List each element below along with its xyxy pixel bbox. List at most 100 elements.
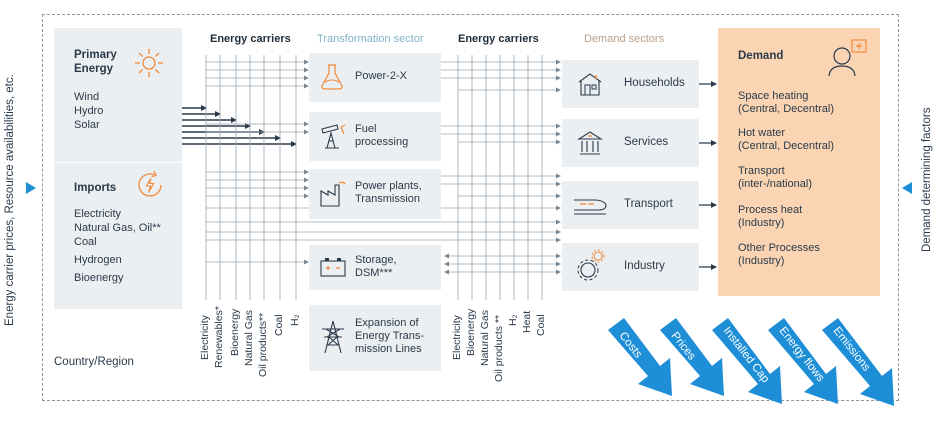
country-region-label: Country/Region	[54, 356, 134, 368]
fuel-processing-label: Fuel processing	[355, 123, 408, 149]
import-item-bioenergy: Bioenergy	[74, 272, 124, 284]
transmission-tower-icon	[322, 320, 344, 354]
storage-label: Storage, DSM***	[355, 254, 397, 280]
gears-icon	[577, 249, 605, 281]
transmission-line1: Expansion of	[355, 317, 419, 329]
carrier-left-electricity: Electricity	[199, 315, 211, 360]
power-plant-icon	[320, 181, 346, 207]
primary-energy-box: Primary Energy Wind Hydro Solar	[54, 28, 182, 162]
installed-cap-arrow	[712, 318, 782, 404]
transformation-sector-header: Transformation sector	[317, 33, 424, 45]
demand-other-processes: Other Processes (Industry)	[738, 242, 820, 268]
import-item-natural-gas-oil: Natural Gas, Oil**	[74, 222, 161, 234]
train-icon	[574, 199, 607, 215]
other-processes-line2: (Industry)	[738, 255, 785, 267]
hot-water-line1: Hot water	[738, 127, 786, 139]
building-icon	[577, 131, 603, 155]
demand-transport: Transport (inter-/national)	[738, 165, 812, 191]
storage-line2: DSM***	[355, 267, 393, 279]
country-region-frame	[42, 14, 899, 401]
sun-icon	[135, 49, 163, 77]
demand-sectors-header: Demand sectors	[584, 33, 665, 45]
hot-water-line2: (Central, Decentral)	[738, 140, 834, 152]
import-item-hydrogen: Hydrogen	[74, 254, 122, 266]
carrier-right-heat: Heat	[521, 310, 533, 333]
other-processes-line1: Other Processes	[738, 242, 820, 254]
transmission-expansion-label: Expansion of Energy Trans- mission Lines	[355, 317, 424, 356]
sector-transport: Transport	[562, 181, 699, 229]
power-2-x-label: Power-2-X	[355, 70, 407, 82]
transform-storage: Storage, DSM***	[309, 245, 441, 290]
primary-item-hydro: Hydro	[74, 105, 104, 117]
emissions-arrow	[822, 318, 894, 406]
energy-flows-arrow	[768, 318, 838, 404]
storage-line1: Storage,	[355, 254, 397, 266]
imports-box: Imports Electricity Natural Gas, Oil** C…	[54, 163, 182, 309]
sector-services: Services	[562, 119, 699, 167]
process-heat-line1: Process heat	[738, 204, 803, 216]
imports-items: Electricity Natural Gas, Oil** Coal Hydr…	[74, 207, 161, 285]
left-input-triangle	[26, 182, 36, 194]
transmission-line3: mission Lines	[355, 343, 422, 355]
transform-transmission-expansion: Expansion of Energy Trans- mission Lines	[309, 305, 441, 371]
transform-fuel-processing: Fuel processing	[309, 112, 441, 161]
import-item-electricity: Electricity	[74, 208, 122, 220]
carrier-right-h2: H₂	[507, 314, 519, 326]
fuel-processing-line2: processing	[355, 136, 409, 148]
transport-demand-line2: (inter-/national)	[738, 178, 812, 190]
carrier-right-coal: Coal	[535, 314, 547, 336]
services-label: Services	[624, 136, 669, 148]
carrier-left-natural-gas: Natural Gas	[243, 309, 255, 366]
energy-carriers-header-left: Energy carriers	[210, 33, 291, 45]
transport-demand-line1: Transport	[738, 165, 785, 177]
battery-icon	[320, 258, 346, 277]
power-plants-label: Power plants, Transmission	[355, 180, 422, 206]
industry-label: Industry	[624, 260, 665, 272]
carrier-left-renewables: Renewables*	[213, 306, 225, 368]
power-plants-line1: Power plants,	[355, 180, 422, 192]
demand-space-heating: Space heating (Central, Decentral)	[738, 90, 834, 116]
power-plants-line2: Transmission	[355, 193, 420, 205]
oil-pump-icon	[321, 124, 346, 149]
demand-box: Demand Space heating (Central, Decentral…	[718, 28, 880, 296]
transport-label: Transport	[624, 198, 673, 210]
transform-power-2-x: Power-2-X	[309, 53, 441, 102]
costs-arrow	[608, 318, 672, 396]
person-speech-icon	[828, 39, 867, 77]
carrier-right-oil-products: Oil products **	[493, 314, 505, 382]
prices-arrow	[660, 318, 724, 396]
carrier-left-oil-products: Oil products**	[257, 312, 269, 377]
sector-industry: Industry	[562, 243, 699, 291]
right-input-triangle	[902, 182, 912, 194]
energy-carriers-header-right: Energy carriers	[458, 33, 539, 45]
fuel-processing-line1: Fuel	[355, 123, 377, 135]
primary-items: Wind Hydro Solar	[74, 90, 103, 132]
primary-item-wind: Wind	[74, 91, 100, 103]
carrier-right-natural-gas: Natural Gas	[479, 309, 491, 366]
transform-power-plants: Power plants, Transmission	[309, 169, 441, 219]
households-label: Households	[624, 77, 685, 89]
space-heating-line2: (Central, Decentral)	[738, 103, 834, 115]
process-heat-line2: (Industry)	[738, 217, 785, 229]
carrier-left-h2: H₂	[289, 314, 301, 326]
demand-title: Demand	[738, 50, 784, 62]
imports-title: Imports	[74, 182, 117, 194]
flask-icon	[321, 64, 343, 90]
primary-energy-title: Primary Energy	[74, 48, 117, 76]
carrier-left-coal: Coal	[273, 314, 285, 336]
space-heating-line1: Space heating	[738, 90, 809, 102]
carrier-right-electricity: Electricity	[451, 315, 463, 360]
primary-item-solar: Solar	[74, 119, 100, 131]
carrier-right-bioenergy: Bioenergy	[465, 308, 477, 356]
import-item-coal: Coal	[74, 236, 97, 248]
import-cycle-icon	[138, 170, 162, 197]
house-icon	[578, 73, 602, 96]
carrier-left-bioenergy: Bioenergy	[229, 308, 241, 356]
primary-title-line2: Energy	[74, 63, 113, 75]
transmission-line2: Energy Trans-	[355, 330, 425, 342]
sector-households: Households	[562, 60, 699, 108]
demand-process-heat: Process heat (Industry)	[738, 204, 802, 230]
demand-hot-water: Hot water (Central, Decentral)	[738, 127, 834, 153]
primary-title-line1: Primary	[74, 49, 117, 61]
